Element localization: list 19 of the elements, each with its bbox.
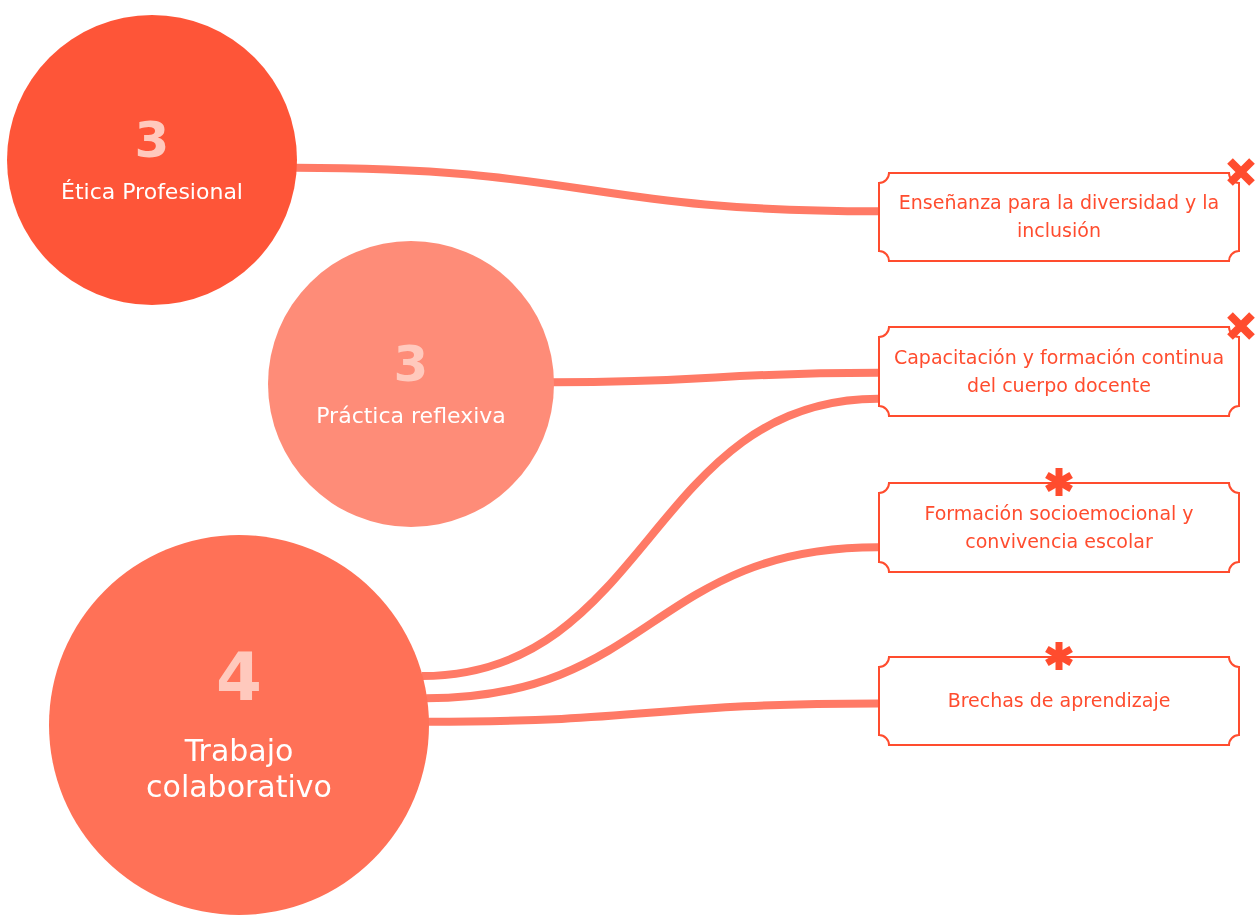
circle-number: 4 [216,645,262,711]
box-label: Enseñanza para la diversidad y la inclusión [897,190,1221,243]
circle-label: Ética Profesional [61,178,243,206]
circle-label: Trabajo colaborativo [145,733,333,805]
circle-label: Práctica reflexiva [316,402,506,430]
box-label: Formación socioemocional y convivencia escolar [923,500,1195,554]
circle-number: 3 [134,114,170,165]
connector-line [552,368,879,387]
scalloped-box [878,656,1240,746]
circle-number: 3 [393,338,429,389]
connector-line [425,543,879,703]
connector-line [421,394,879,681]
box-label: Brechas de aprendizaje [946,688,1172,714]
box-label: Capacitación y formación continua del cuerpo docente [892,344,1226,398]
scalloped-box [878,482,1240,573]
scalloped-box [878,172,1240,262]
connector-line [427,699,879,726]
scalloped-box [878,326,1240,417]
connector-line [295,163,879,216]
